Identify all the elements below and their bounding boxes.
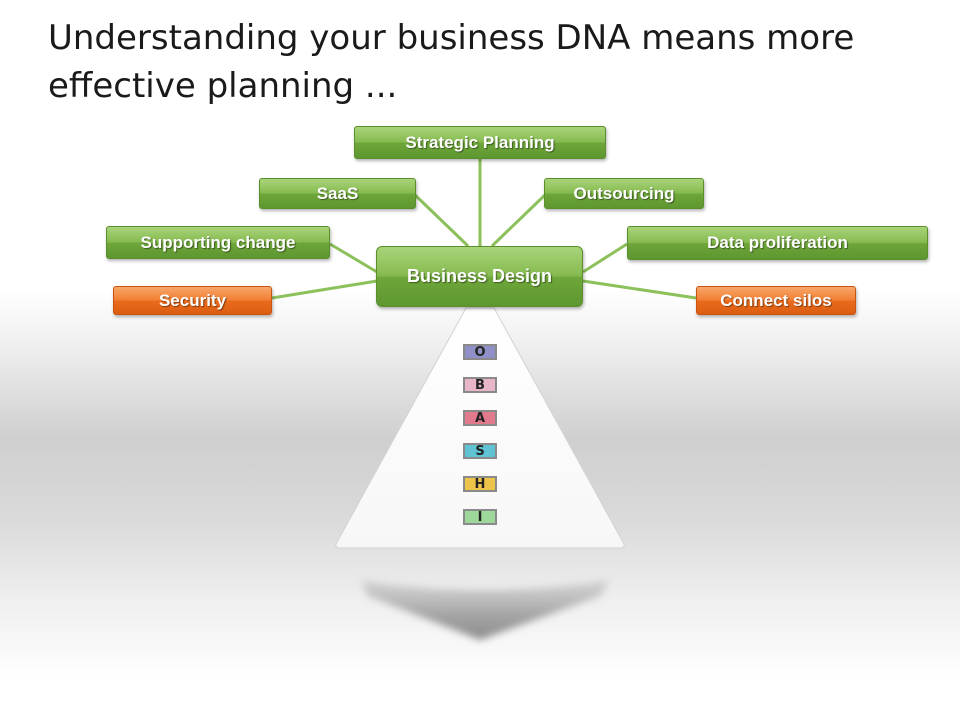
dna-letter-s: S <box>463 443 497 459</box>
node-strategic-planning: Strategic Planning <box>354 126 606 159</box>
dna-letter-h: H <box>463 476 497 492</box>
pyramid <box>335 307 625 549</box>
node-outsourcing: Outsourcing <box>544 178 704 209</box>
dna-letter-o: O <box>463 344 497 360</box>
connector-data-proliferation <box>582 242 628 274</box>
node-supporting-change: Supporting change <box>106 226 330 259</box>
connector-connect-silos <box>582 279 697 300</box>
node-connect-silos: Connect silos <box>696 286 856 315</box>
slide-title: Understanding your business DNA means mo… <box>48 18 855 106</box>
dna-letter-i: I <box>463 509 497 525</box>
node-business-design: Business Design <box>376 246 583 307</box>
connector-security <box>271 279 378 300</box>
dna-letter-a: A <box>463 410 497 426</box>
connector-outsourcing <box>490 192 548 248</box>
connector-saas <box>412 192 470 248</box>
node-security: Security <box>113 286 272 315</box>
connector-lines <box>271 158 697 300</box>
node-saas: SaaS <box>259 178 416 209</box>
node-data-proliferation: Data proliferation <box>627 226 928 260</box>
connector-supporting-change <box>329 242 378 274</box>
dna-letter-b: B <box>463 377 497 393</box>
pyramid-shadow <box>360 580 610 640</box>
